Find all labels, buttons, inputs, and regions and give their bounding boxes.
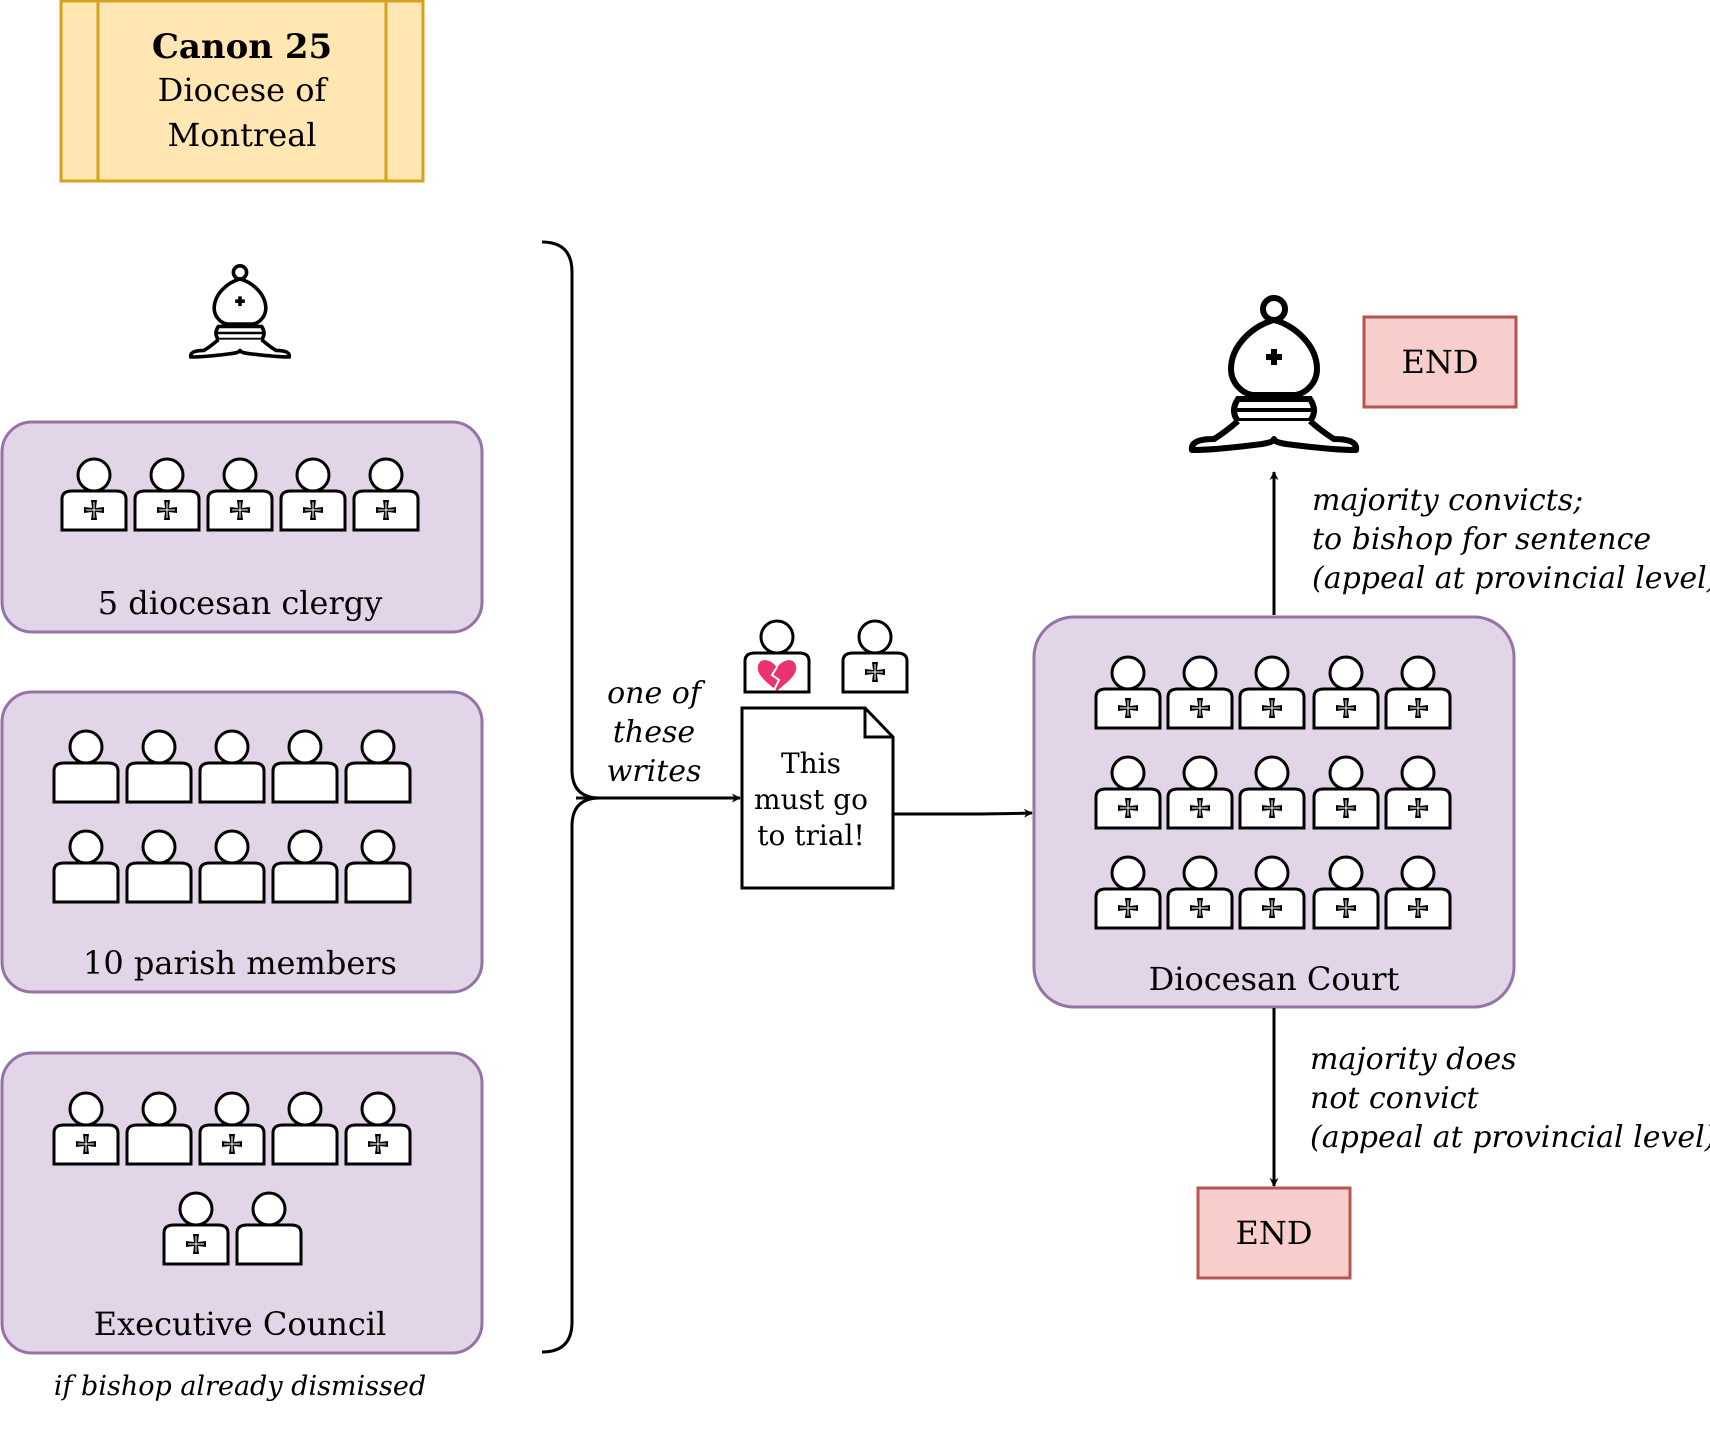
broken-heart-person-icon bbox=[743, 619, 811, 694]
svg-text:(appeal at provincial level): (appeal at provincial level) bbox=[1310, 1120, 1710, 1155]
svg-text:majority does: majority does bbox=[1310, 1042, 1517, 1077]
svg-text:majority convicts;: majority convicts; bbox=[1312, 483, 1583, 518]
end-box-acquit: END bbox=[1196, 1186, 1352, 1280]
clergy-writer-icon bbox=[843, 621, 907, 692]
title-canon: Canon 25 bbox=[152, 27, 332, 67]
svg-text:writes: writes bbox=[607, 754, 702, 789]
document-note: This must go to trial! bbox=[740, 706, 895, 890]
sentencing-bishop-icon bbox=[1192, 298, 1356, 450]
group-executive-council: Executive Council bbox=[0, 1051, 484, 1355]
svg-text:This: This bbox=[781, 747, 841, 780]
end-box-convict: END bbox=[1362, 315, 1518, 409]
title-diocese-line2: Montreal bbox=[167, 116, 316, 154]
court-label: Diocesan Court bbox=[1149, 960, 1400, 998]
title-box: Canon 25 Diocese of Montreal bbox=[59, 0, 425, 183]
group-clergy: 5 diocesan clergy bbox=[0, 420, 484, 634]
svg-text:must go: must go bbox=[754, 783, 868, 816]
svg-text:these: these bbox=[613, 715, 695, 750]
svg-text:one of: one of bbox=[607, 676, 706, 711]
parish-label: 10 parish members bbox=[83, 944, 397, 982]
group-diocesan-court: Diocesan Court bbox=[1032, 615, 1516, 1009]
bishop-icon bbox=[188, 263, 292, 359]
svg-text:(appeal at provincial level): (appeal at provincial level) bbox=[1312, 561, 1710, 596]
group-parish: 10 parish members bbox=[0, 690, 484, 994]
council-note: if bishop already dismissed bbox=[54, 1371, 426, 1402]
svg-text:END: END bbox=[1401, 343, 1478, 381]
svg-text:to bishop for sentence: to bishop for sentence bbox=[1312, 522, 1651, 557]
acquit-label: majority does not convict (appeal at pro… bbox=[1310, 1042, 1710, 1155]
clergy-label: 5 diocesan clergy bbox=[98, 584, 383, 622]
svg-text:not convict: not convict bbox=[1310, 1081, 1480, 1116]
title-diocese-line1: Diocese of bbox=[158, 71, 329, 109]
arrow-to-court bbox=[893, 808, 1033, 818]
svg-text:END: END bbox=[1235, 1214, 1312, 1252]
convict-label: majority convicts; to bishop for sentenc… bbox=[1312, 483, 1710, 596]
brace-label: one of these writes bbox=[607, 676, 706, 789]
council-label: Executive Council bbox=[94, 1305, 387, 1343]
svg-text:to trial!: to trial! bbox=[757, 819, 865, 852]
